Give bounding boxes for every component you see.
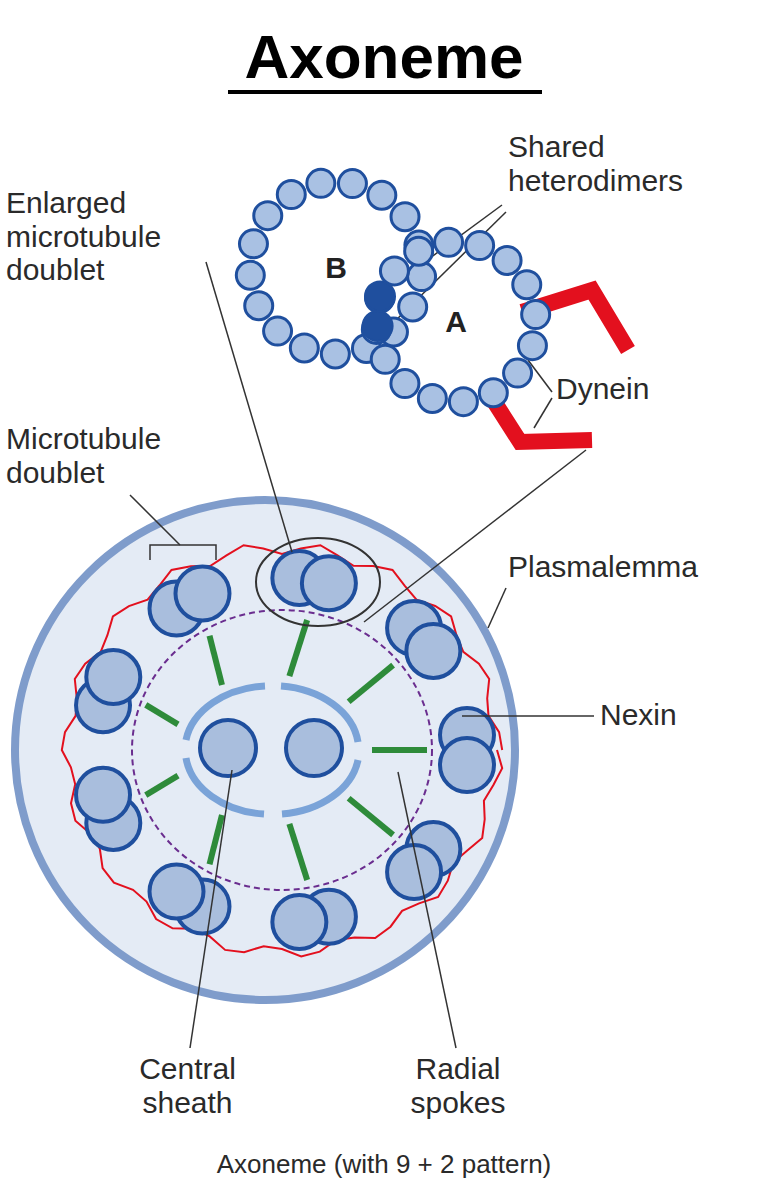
microtubule-ring: A xyxy=(360,226,552,418)
diagram-title: Axoneme xyxy=(0,22,768,91)
microtubule-a xyxy=(175,567,229,621)
tubulin-subunit xyxy=(371,345,399,373)
microtubule-a xyxy=(272,895,326,949)
diagram-caption: Axoneme (with 9 + 2 pattern) xyxy=(0,1150,768,1179)
microtubule-a xyxy=(86,650,140,704)
radial-spoke xyxy=(372,747,427,753)
tubulin-subunit xyxy=(504,359,532,387)
tubulin-subunit xyxy=(391,203,419,231)
tubulin-subunit xyxy=(338,170,366,198)
tubulin-subunit xyxy=(254,202,282,230)
tubulin-subunit xyxy=(405,237,433,265)
radial-spoke xyxy=(289,824,307,880)
tubulin-subunit xyxy=(479,379,507,407)
tubulin-subunit xyxy=(449,388,477,416)
tubulin-subunit xyxy=(418,384,446,412)
tubulin-subunit xyxy=(321,340,349,368)
tubulin-subunit xyxy=(236,261,264,289)
microtubule-a xyxy=(76,768,130,822)
tubulin-subunit xyxy=(368,181,396,209)
tubule-letter: A xyxy=(360,226,552,418)
tubulin-subunit xyxy=(380,257,408,285)
microtubule-a xyxy=(440,738,494,792)
tubulin-subunit xyxy=(290,334,318,362)
part-label: Central sheath xyxy=(100,1052,275,1119)
radial-spoke xyxy=(210,636,223,685)
tubulin-subunit xyxy=(264,317,292,345)
part-label: Microtubule doublet xyxy=(6,422,216,489)
tubulin-subunit xyxy=(493,246,521,274)
callout-oval xyxy=(256,538,380,626)
part-label: Dynein xyxy=(556,372,716,406)
tubulin-subunit xyxy=(435,228,463,256)
part-label: Enlarged microtubule doublet xyxy=(6,186,211,287)
shared-heterodimer xyxy=(365,281,395,311)
tubulin-subunit xyxy=(466,232,494,260)
tubulin-subunit xyxy=(391,370,419,398)
radial-spoke xyxy=(289,620,307,676)
part-label: Shared heterodimers xyxy=(508,130,758,197)
plasmalemma-membrane xyxy=(15,500,515,1000)
microtubule-a xyxy=(387,845,441,899)
cross-section xyxy=(62,545,502,956)
microtubule-a xyxy=(150,864,204,918)
radial-spoke xyxy=(349,665,393,702)
microtubule-a xyxy=(302,556,356,610)
radial-spoke xyxy=(349,798,393,835)
leader-lines xyxy=(130,205,594,1048)
central-microtubule xyxy=(200,720,256,776)
tubulin-subunit xyxy=(513,271,541,299)
tubulin-subunit xyxy=(245,292,273,320)
radial-spoke xyxy=(210,815,223,864)
tubulin-subunit xyxy=(277,181,305,209)
central-microtubule xyxy=(286,720,342,776)
radial-spoke xyxy=(146,705,178,724)
tubulin-subunit xyxy=(408,263,436,291)
part-label: Plasmalemma xyxy=(508,550,758,584)
part-label: Nexin xyxy=(600,698,750,732)
dynein-arm xyxy=(62,545,502,956)
tubulin-subunit xyxy=(239,230,267,258)
tubulin-subunit xyxy=(518,332,546,360)
tubulin-subunit xyxy=(307,169,335,197)
part-label: Radial spokes xyxy=(378,1052,538,1119)
microtubule-a xyxy=(406,624,460,678)
radial-spoke xyxy=(146,776,178,795)
tubulin-subunit xyxy=(399,293,427,321)
nexin-link xyxy=(132,610,432,890)
shared-heterodimer xyxy=(363,311,393,341)
tubulin-subunit xyxy=(522,301,550,329)
